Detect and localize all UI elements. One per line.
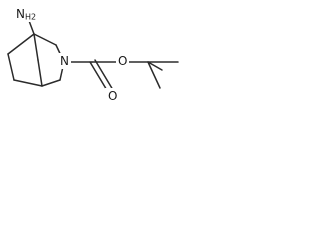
- bond-c1-c2: [7, 33, 35, 55]
- ring-nitrogen-label: N: [60, 54, 69, 68]
- amine-label-bg: [15, 6, 47, 22]
- carbamate-bonds: [63, 59, 149, 93]
- bicyclic-ring-bonds: [7, 33, 65, 87]
- amine-atom-text: N: [16, 7, 25, 21]
- ester-oxygen-label: O: [118, 54, 127, 68]
- bond-tbu-methyl-bottom: [147, 61, 161, 89]
- bond-carbonyl-c-o-double-1: [89, 61, 109, 93]
- bond-carbonyl-c-o-double-2: [94, 59, 114, 91]
- atom-labels: NH2 N O O: [15, 6, 129, 104]
- carbonyl-oxygen-label-bg: [105, 88, 119, 104]
- ester-oxygen-label-bg: [116, 53, 129, 69]
- carbonyl-oxygen-label: O: [108, 89, 117, 103]
- bond-tbu-methyl-top: [147, 61, 163, 71]
- ring-nitrogen-label-bg: [58, 53, 71, 69]
- amine-label: NH2: [16, 7, 36, 22]
- bond-c1-c8: [33, 33, 57, 46]
- bond-c3-c4: [13, 79, 43, 87]
- bond-c2-c3: [7, 53, 15, 81]
- amine-subscript: H2: [25, 13, 36, 22]
- bond-c6-c4: [41, 79, 61, 87]
- bond-c7-c4: [37, 59, 43, 87]
- bond-c1-c7: [33, 33, 39, 61]
- tert-butyl-bonds: [147, 61, 179, 89]
- chemical-structure-diagram: NH2 N O O: [7, 6, 179, 104]
